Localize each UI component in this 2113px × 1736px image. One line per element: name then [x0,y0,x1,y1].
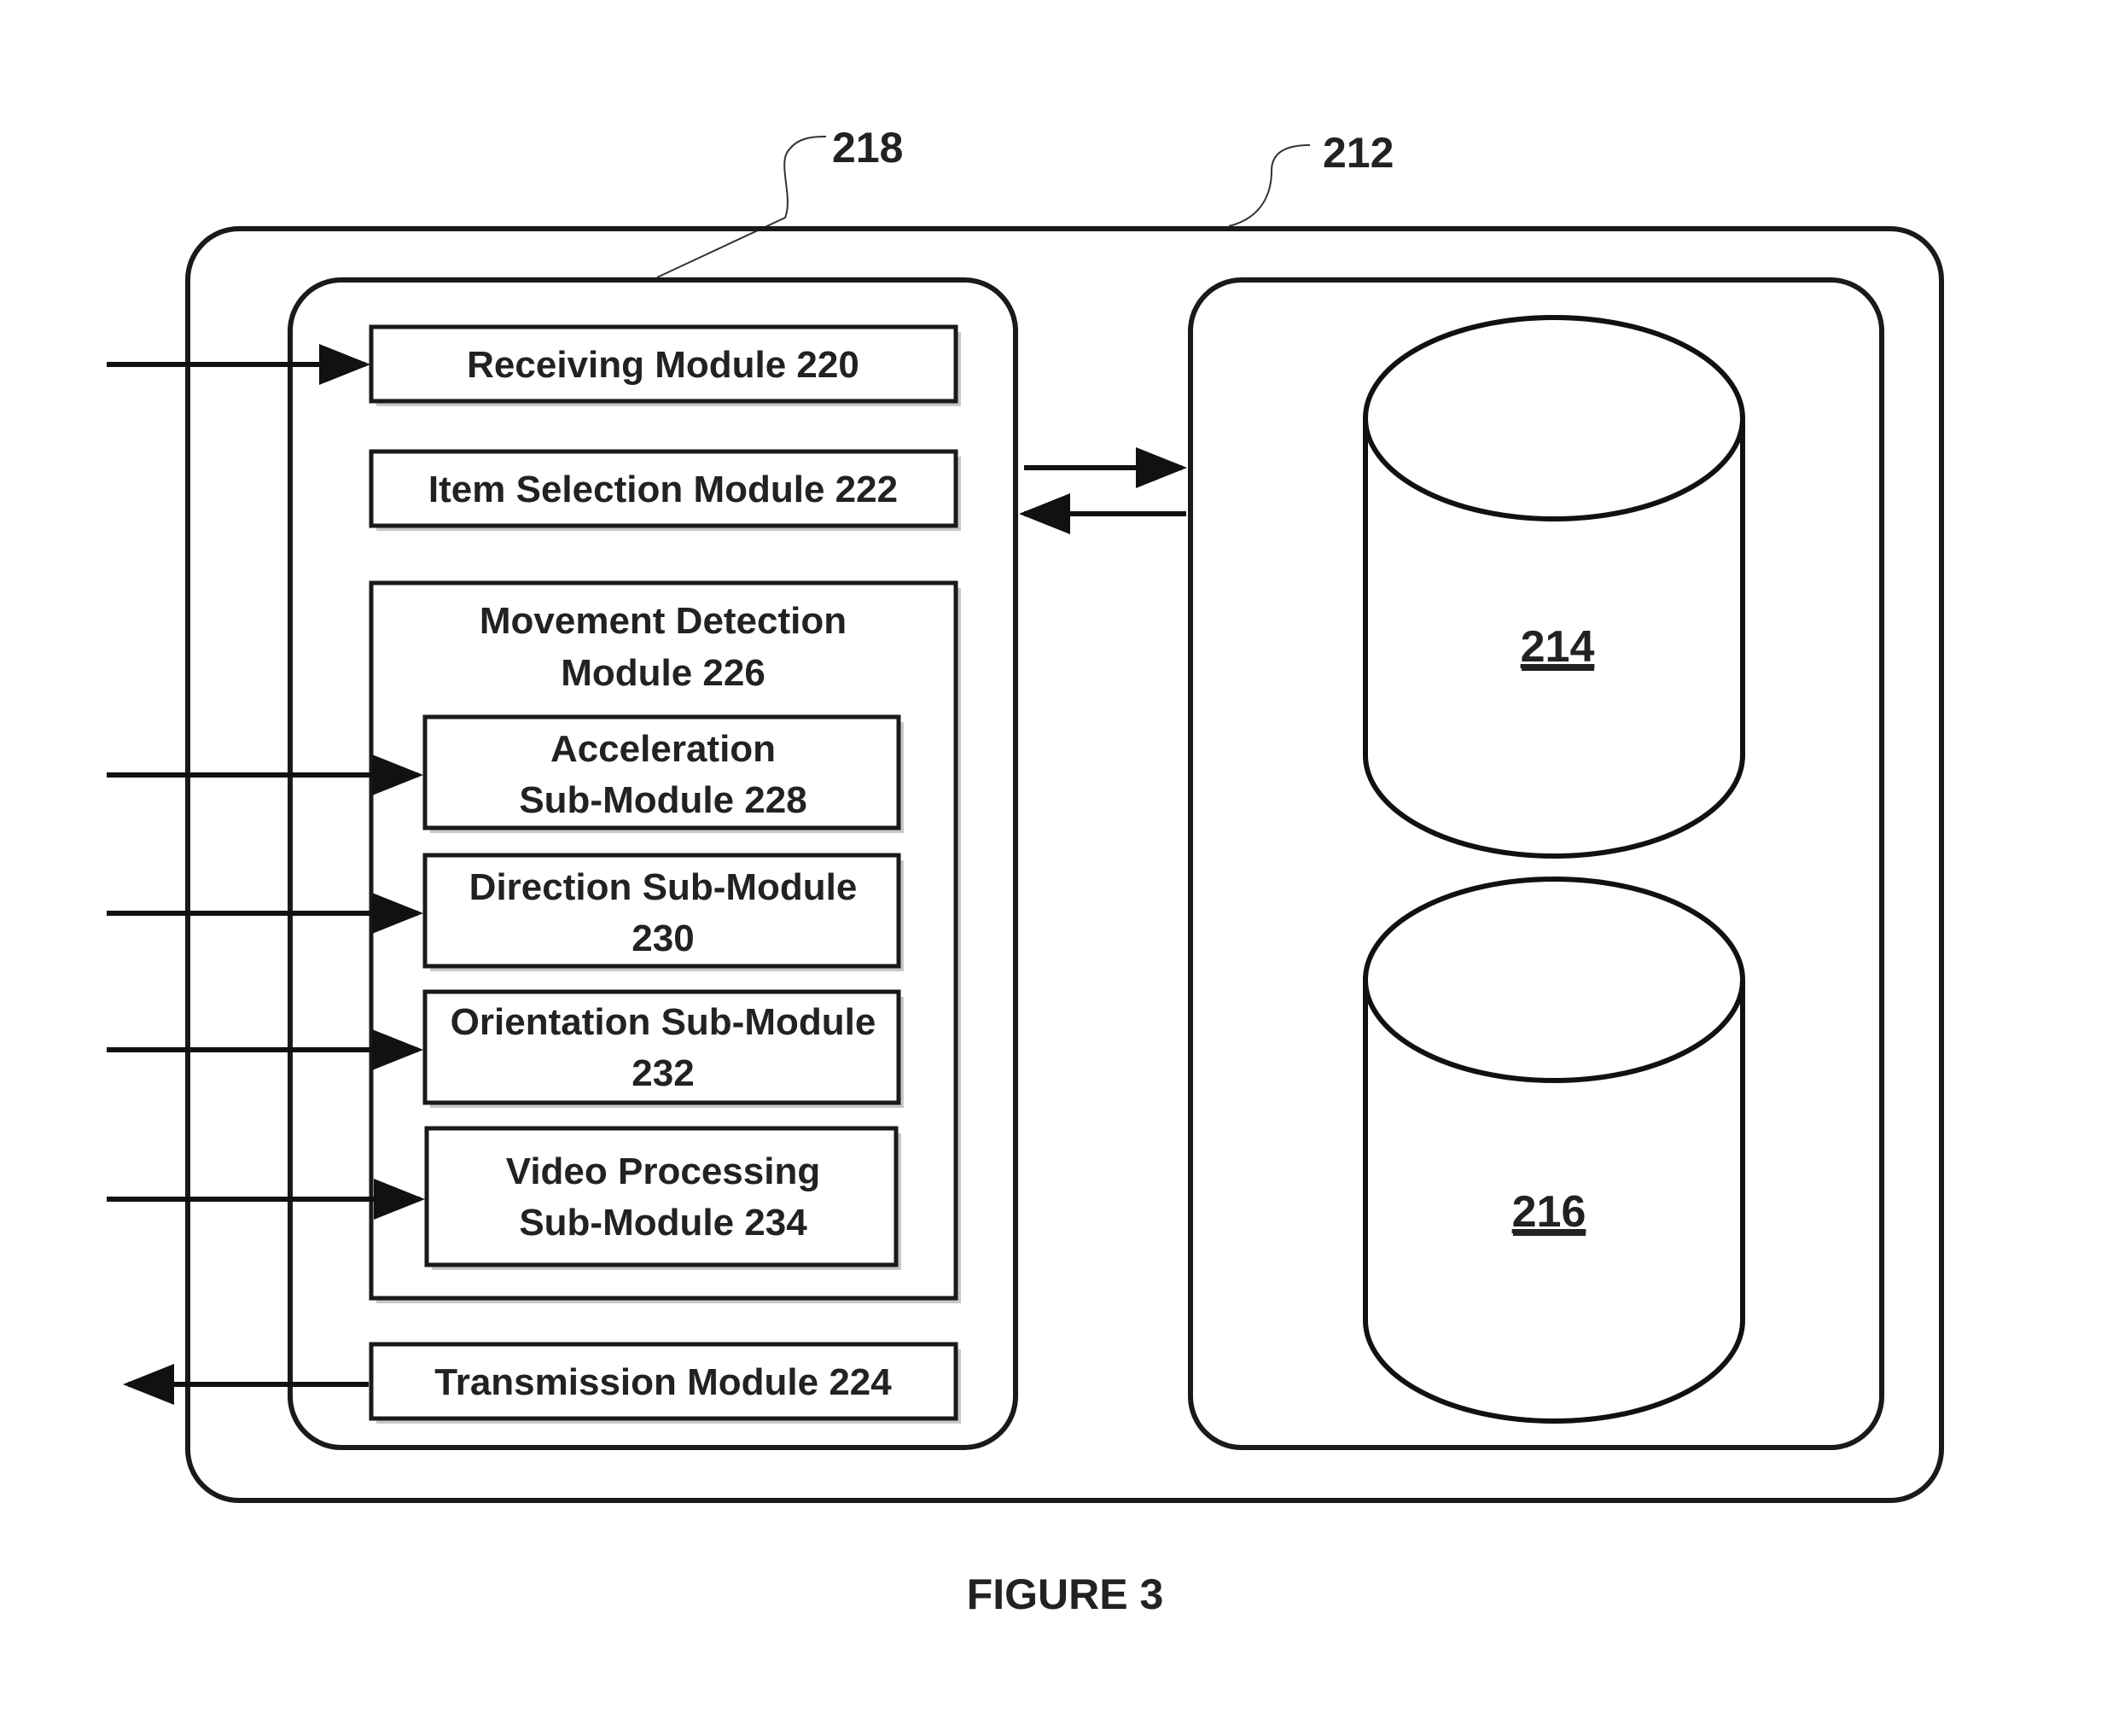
transmission-module-label: Transmission Module 224 [434,1361,892,1403]
direction-submodule-label-line1: Direction Sub-Module [469,866,858,908]
figure-caption: FIGURE 3 [967,1570,1164,1618]
video-processing-submodule-box [427,1128,896,1265]
video-processing-submodule-label-line2: Sub-Module 234 [519,1202,807,1244]
item-selection-module-label: Item Selection Module 222 [428,469,898,510]
orientation-submodule-label-line2: 232 [632,1052,694,1094]
ref-label-212: 212 [1323,129,1394,177]
receiving-module-label: Receiving Module 220 [467,344,859,386]
direction-submodule-label-line2: 230 [632,918,694,959]
movement-detection-module-label-line1: Movement Detection [480,600,847,642]
storage-label-216: 216 [1512,1187,1586,1237]
video-processing-submodule-label-line1: Video Processing [506,1151,820,1192]
acceleration-submodule-label-line1: Acceleration [550,728,776,770]
orientation-submodule-label-line1: Orientation Sub-Module [451,1001,876,1043]
movement-detection-module-label-line2: Module 226 [561,652,765,694]
leader-line-218 [657,137,826,277]
storage-cylinder-214 [1365,317,1743,856]
storage-cylinder-216 [1365,879,1743,1421]
storage-label-214: 214 [1521,622,1595,672]
acceleration-submodule-label-line2: Sub-Module 228 [519,779,806,821]
ref-label-218: 218 [832,124,903,172]
leader-line-212 [1229,145,1310,226]
